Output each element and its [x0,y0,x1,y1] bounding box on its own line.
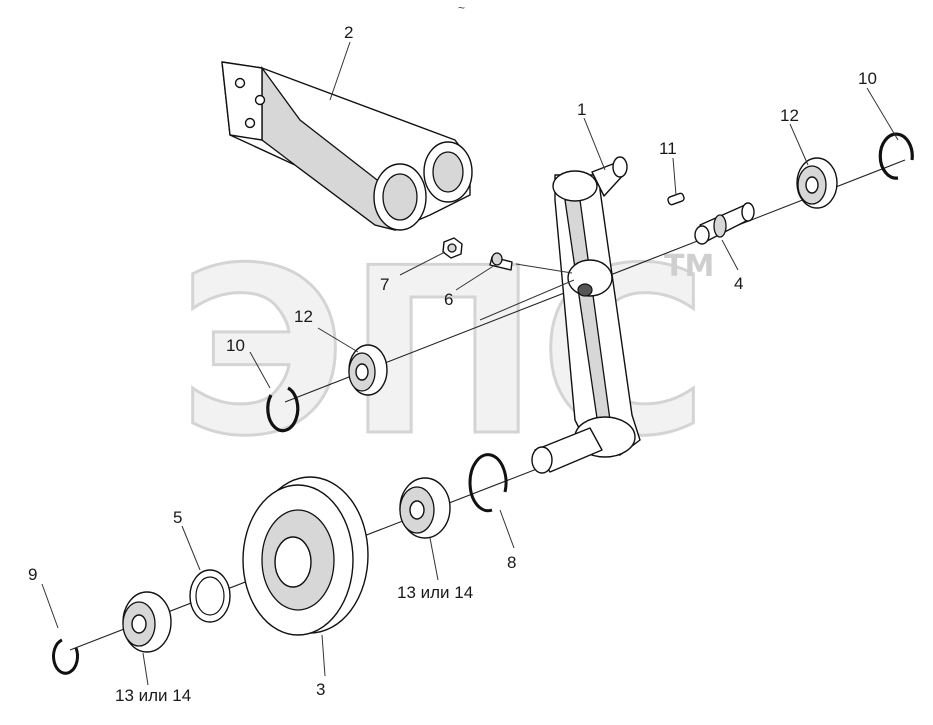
callout-7: 7 [380,275,389,294]
callout-13-or-14-middle: 13 или 14 [397,583,473,602]
shaft-part-4 [694,202,755,245]
fitting-part-6 [489,252,513,271]
watermark: ЭПС TM [177,219,715,489]
callout-3: 3 [316,680,325,699]
leader-lines [41,41,899,686]
callout-12-lower: 12 [294,307,313,326]
callout-12-upper: 12 [780,106,799,125]
callout-11: 11 [659,139,677,158]
pulley-part-3 [242,476,369,636]
bracket-part-2 [221,61,473,231]
retaining-ring-part-10-lower [266,386,300,433]
callout-9: 9 [28,565,37,584]
header-mark: ~ [458,1,465,15]
bearing-part-13-14-middle [399,477,451,539]
retaining-ring-part-10-upper [878,132,914,180]
watermark-trademark: TM [664,249,714,284]
lever-part-1 [531,156,641,474]
circlip-part-8 [468,453,508,513]
spacer-ring-part-5 [189,569,231,623]
callout-6: 6 [444,290,453,309]
retaining-ring-part-9 [52,638,79,675]
callout-1: 1 [577,100,586,119]
callout-10-upper: 10 [858,69,877,88]
bearing-part-12-lower [348,344,388,396]
bearing-part-12-upper [796,157,838,209]
callout-2: 2 [344,23,353,42]
callout-labels: 2 1 10 12 11 4 7 6 12 10 5 9 8 13 или 14… [28,23,877,705]
callout-4: 4 [734,274,743,293]
callout-8: 8 [507,553,516,572]
callout-5: 5 [173,508,182,527]
pin-part-11 [667,192,685,206]
callout-10-lower: 10 [226,336,245,355]
callout-13-or-14-lower: 13 или 14 [115,686,191,705]
bearing-part-13-14-lower [122,591,172,653]
nut-part-7 [442,237,463,259]
